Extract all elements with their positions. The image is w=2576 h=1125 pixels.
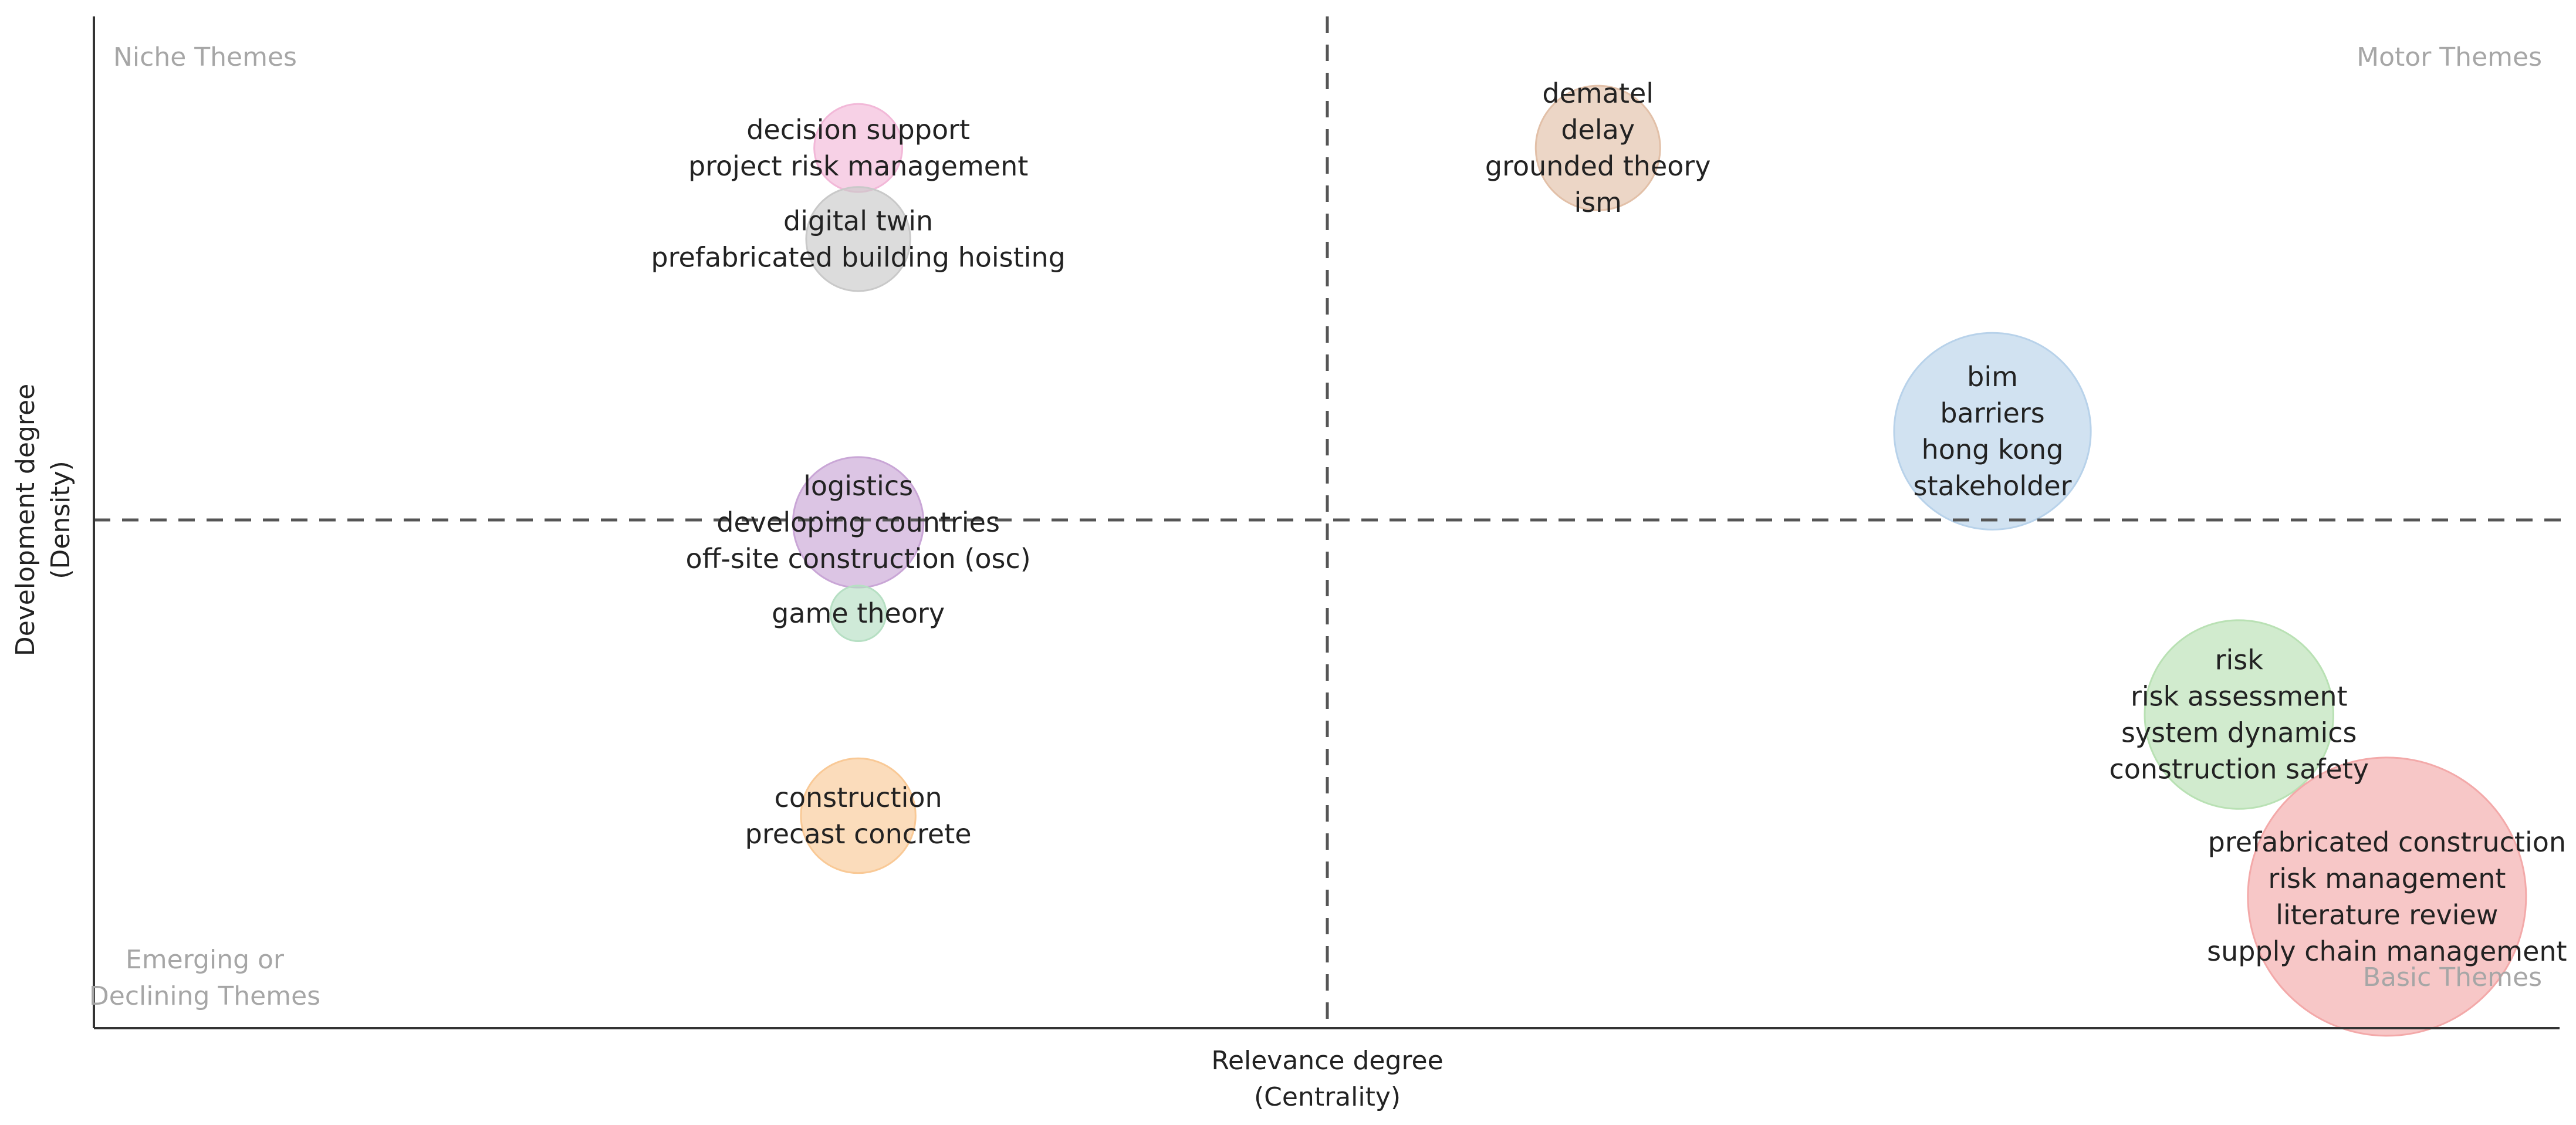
cluster-term-label: grounded theory xyxy=(1485,150,1711,182)
cluster-term-label: project risk management xyxy=(688,150,1028,182)
quadrant-label-bottom-left-line-2: Declining Themes xyxy=(89,981,320,1011)
cluster-term-label: prefabricated construction xyxy=(2208,826,2566,858)
cluster-term-label: dematel xyxy=(1542,77,1654,109)
y-axis-title-line-2: (Density) xyxy=(46,461,76,579)
y-axis-title-line-1: Development degree xyxy=(11,384,40,656)
quadrant-label-top-right: Motor Themes xyxy=(2357,42,2542,72)
cluster-term-label: risk xyxy=(2215,644,2264,676)
cluster-bubble xyxy=(829,585,887,643)
cluster-term-label: barriers xyxy=(1940,397,2044,429)
bubble-label-layer: decision support project risk management d… xyxy=(651,77,2567,967)
cluster-term-label: hong kong xyxy=(1922,434,2064,465)
x-axis-title-line-2: (Centrality) xyxy=(1254,1082,1401,1112)
cluster-term-label: literature review xyxy=(2276,899,2498,931)
cluster-term-label: supply chain management xyxy=(2207,935,2567,967)
cluster-term-label: developing countries xyxy=(716,506,1000,538)
x-axis-title-line-1: Relevance degree xyxy=(1211,1046,1443,1076)
cluster-term-label: digital twin xyxy=(783,205,933,237)
cluster-term-label: prefabricated building hoisting xyxy=(651,241,1065,273)
cluster-bubble xyxy=(1893,332,2092,531)
cluster-term-label: game theory xyxy=(772,597,945,629)
cluster-bubble xyxy=(800,757,917,874)
cluster-term-label: precast concrete xyxy=(745,818,972,850)
cluster-term-label: stakeholder xyxy=(1914,470,2072,502)
cluster-bubble xyxy=(2247,756,2527,1037)
cluster-term-label: ism xyxy=(1574,187,1622,218)
cluster-term-label: construction xyxy=(775,782,942,813)
cluster-term-label: bim xyxy=(1967,361,2018,393)
cluster-term-label: decision support xyxy=(746,114,970,146)
cluster-term-label: risk management xyxy=(2268,863,2506,894)
cluster-term-label: construction safety xyxy=(2109,754,2369,785)
quadrant-label-top-left: Niche Themes xyxy=(113,42,297,72)
cluster-term-label: logistics xyxy=(803,470,913,502)
quadrant-label-bottom-right: Basic Themes xyxy=(2363,962,2542,992)
cluster-bubble xyxy=(1534,85,1661,211)
quadrant-label-bottom-left-line-1: Emerging or xyxy=(126,945,285,975)
cluster-term-label: off-site construction (osc) xyxy=(686,543,1031,575)
cluster-bubble xyxy=(2144,619,2334,810)
cluster-term-label: system dynamics xyxy=(2121,717,2357,749)
cluster-bubble xyxy=(805,186,911,292)
cluster-term-label: risk assessment xyxy=(2131,681,2348,712)
bubble-layer xyxy=(792,85,2527,1037)
cluster-term-label: delay xyxy=(1561,114,1635,146)
